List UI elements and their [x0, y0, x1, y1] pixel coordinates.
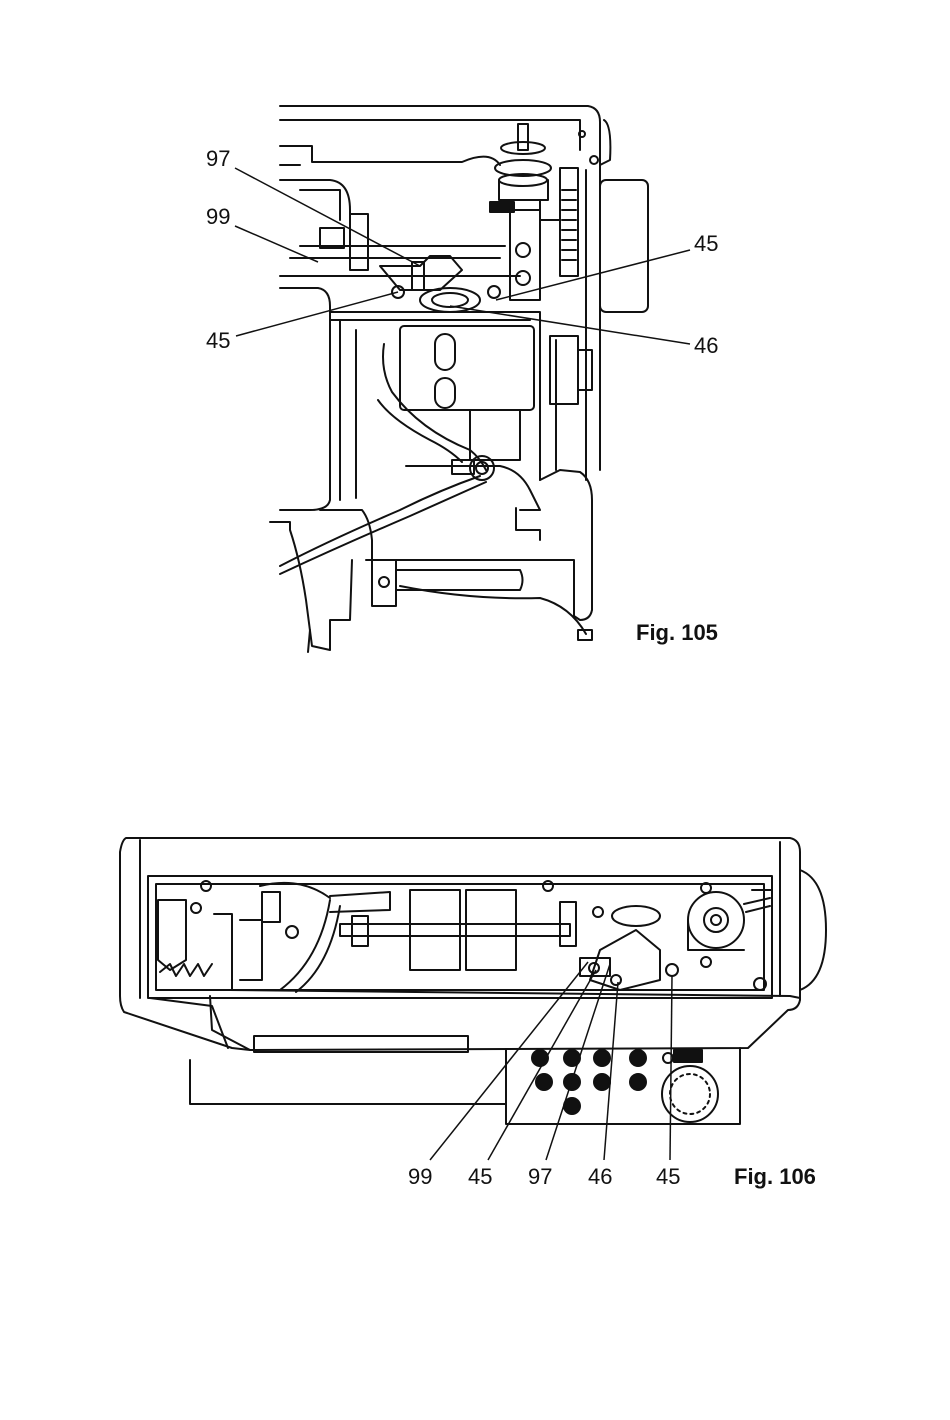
fig106-spool [688, 892, 744, 948]
fig106-callout-45-left: 45 [468, 1166, 492, 1188]
fig106-spring [160, 964, 212, 976]
fig106-cam-plate [590, 930, 660, 990]
fig106-caption: Fig. 106 [734, 1166, 816, 1188]
fig106-callout-99: 99 [408, 1166, 432, 1188]
fig106-callout-45-right: 45 [656, 1166, 680, 1188]
fig106-leader-45-right [670, 976, 672, 1160]
fig106-shaft [340, 924, 570, 936]
fig106-callout-46: 46 [588, 1166, 612, 1188]
fig106-leader-46 [604, 982, 618, 1160]
fig106-callout-97: 97 [528, 1166, 552, 1188]
fig106-knobs [532, 1050, 702, 1114]
